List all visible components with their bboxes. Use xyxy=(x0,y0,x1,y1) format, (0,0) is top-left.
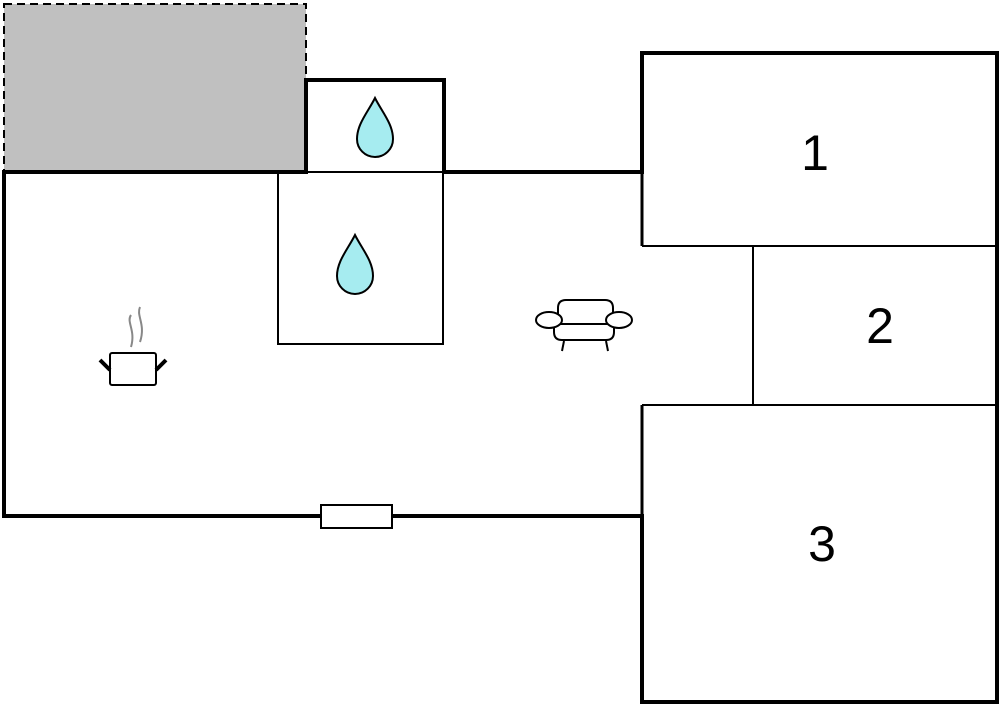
room-3-label: 3 xyxy=(808,516,836,572)
window-icon xyxy=(320,504,393,529)
bathroom xyxy=(277,171,444,345)
water-drop-icon xyxy=(355,95,395,158)
inner-walls xyxy=(277,171,997,516)
cooking-pot-icon xyxy=(98,306,168,386)
sofa-icon xyxy=(535,299,633,352)
room-2-label: 2 xyxy=(866,298,894,354)
room-1-label: 1 xyxy=(801,125,829,181)
water-drop-icon xyxy=(335,232,375,295)
terrace-area xyxy=(3,3,307,173)
